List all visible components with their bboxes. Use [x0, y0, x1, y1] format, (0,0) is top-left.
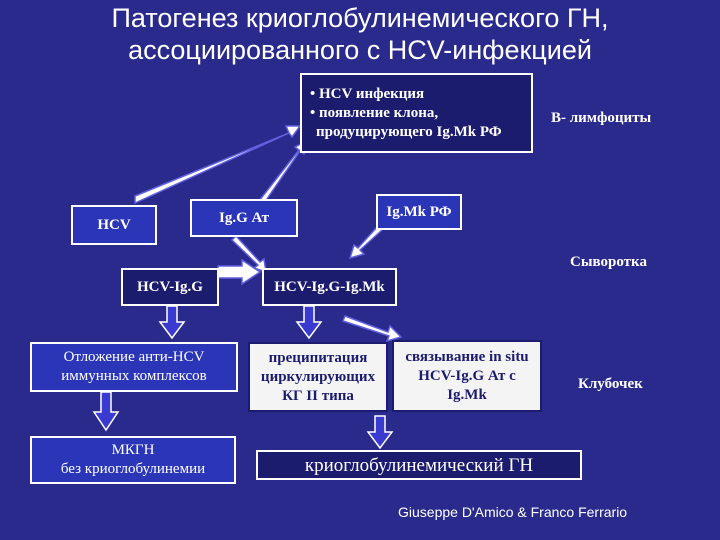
slide-title-line2: ассоциированного с HCV-инфекцией [128, 35, 592, 65]
hcv-igg-igmk-box: HCV-Ig.G-Ig.Mk [262, 268, 397, 306]
cryoglobulinemic-gn-label: криоглобулинемический ГН [304, 454, 534, 476]
hcv-infection-line2: • появление клона, [310, 104, 439, 121]
cryoglobulinemic-gn-box: криоглобулинемический ГН [256, 450, 582, 480]
precip-line2: циркулирующих [260, 368, 376, 385]
slide-title-line1: Патогенез криоглобулинемического ГН, [111, 3, 609, 33]
hcv-infection-line3: продуцирующего Ig.Mk РФ [316, 123, 502, 140]
precipitation-box: преципитация циркулирующих КГ II типа [248, 342, 388, 412]
hcv-igg-label: HCV-Ig.G [137, 278, 203, 295]
precip-line1: преципитация [268, 349, 368, 366]
deposit-line2: иммунных комплексов [61, 368, 207, 384]
hcv-label: HCV [97, 216, 131, 233]
binding-line3: Ig.Mk [447, 386, 487, 403]
arrow-precip-down [366, 415, 394, 450]
deposit-line1: Отложение анти-HCV [63, 349, 205, 365]
binding-line2: HCV-Ig.G Ат с [418, 367, 516, 384]
hcv-infection-line1: • HCV инфекция [310, 85, 425, 102]
glomerulus-label: Клубочек [578, 376, 643, 392]
b-lymphocytes-label: В- лимфоциты [551, 110, 652, 126]
hcv-box: HCV [71, 205, 157, 245]
arrow-deposit-down [92, 391, 120, 432]
hcv-igg-igmk-label: HCV-Ig.G-Ig.Mk [274, 278, 385, 295]
arrow-hcv-igg-down [158, 305, 186, 340]
arrow-complex-to-binding [342, 315, 403, 343]
arrow-complex-down [295, 305, 323, 340]
igg-at-box: Ig.G Ат [190, 199, 298, 237]
deposit-box: Отложение анти-HCV иммунных комплексов [30, 342, 238, 392]
mkgn-line1: МКГН [111, 442, 155, 458]
author-credit: Giuseppe D'Amico & Franco Ferrario [398, 504, 628, 520]
binding-line1: связывание in situ [405, 348, 529, 365]
mkgn-box: МКГН без криоглобулинемии [30, 436, 236, 484]
binding-box: связывание in situ HCV-Ig.G Ат с Ig.Mk [392, 340, 542, 412]
arrow-igg-to-complex [230, 234, 267, 274]
arrow-hcv-igg-right [217, 258, 262, 286]
igmk-rf-box: Ig.Mk РФ [376, 194, 462, 230]
arrow-hcv-to-infection [134, 125, 302, 205]
precip-line3: КГ II типа [282, 387, 354, 404]
arrow-igmk-to-complex [348, 224, 384, 260]
hcv-infection-box: • HCV инфекция • появление клона, продуц… [300, 73, 533, 153]
hcv-igg-box: HCV-Ig.G [121, 268, 219, 306]
igmk-rf-label: Ig.Mk РФ [386, 203, 452, 220]
mkgn-line2: без криоглобулинемии [60, 461, 206, 477]
igg-at-label: Ig.G Ат [219, 209, 269, 226]
serum-label: Сыворотка [570, 254, 647, 270]
